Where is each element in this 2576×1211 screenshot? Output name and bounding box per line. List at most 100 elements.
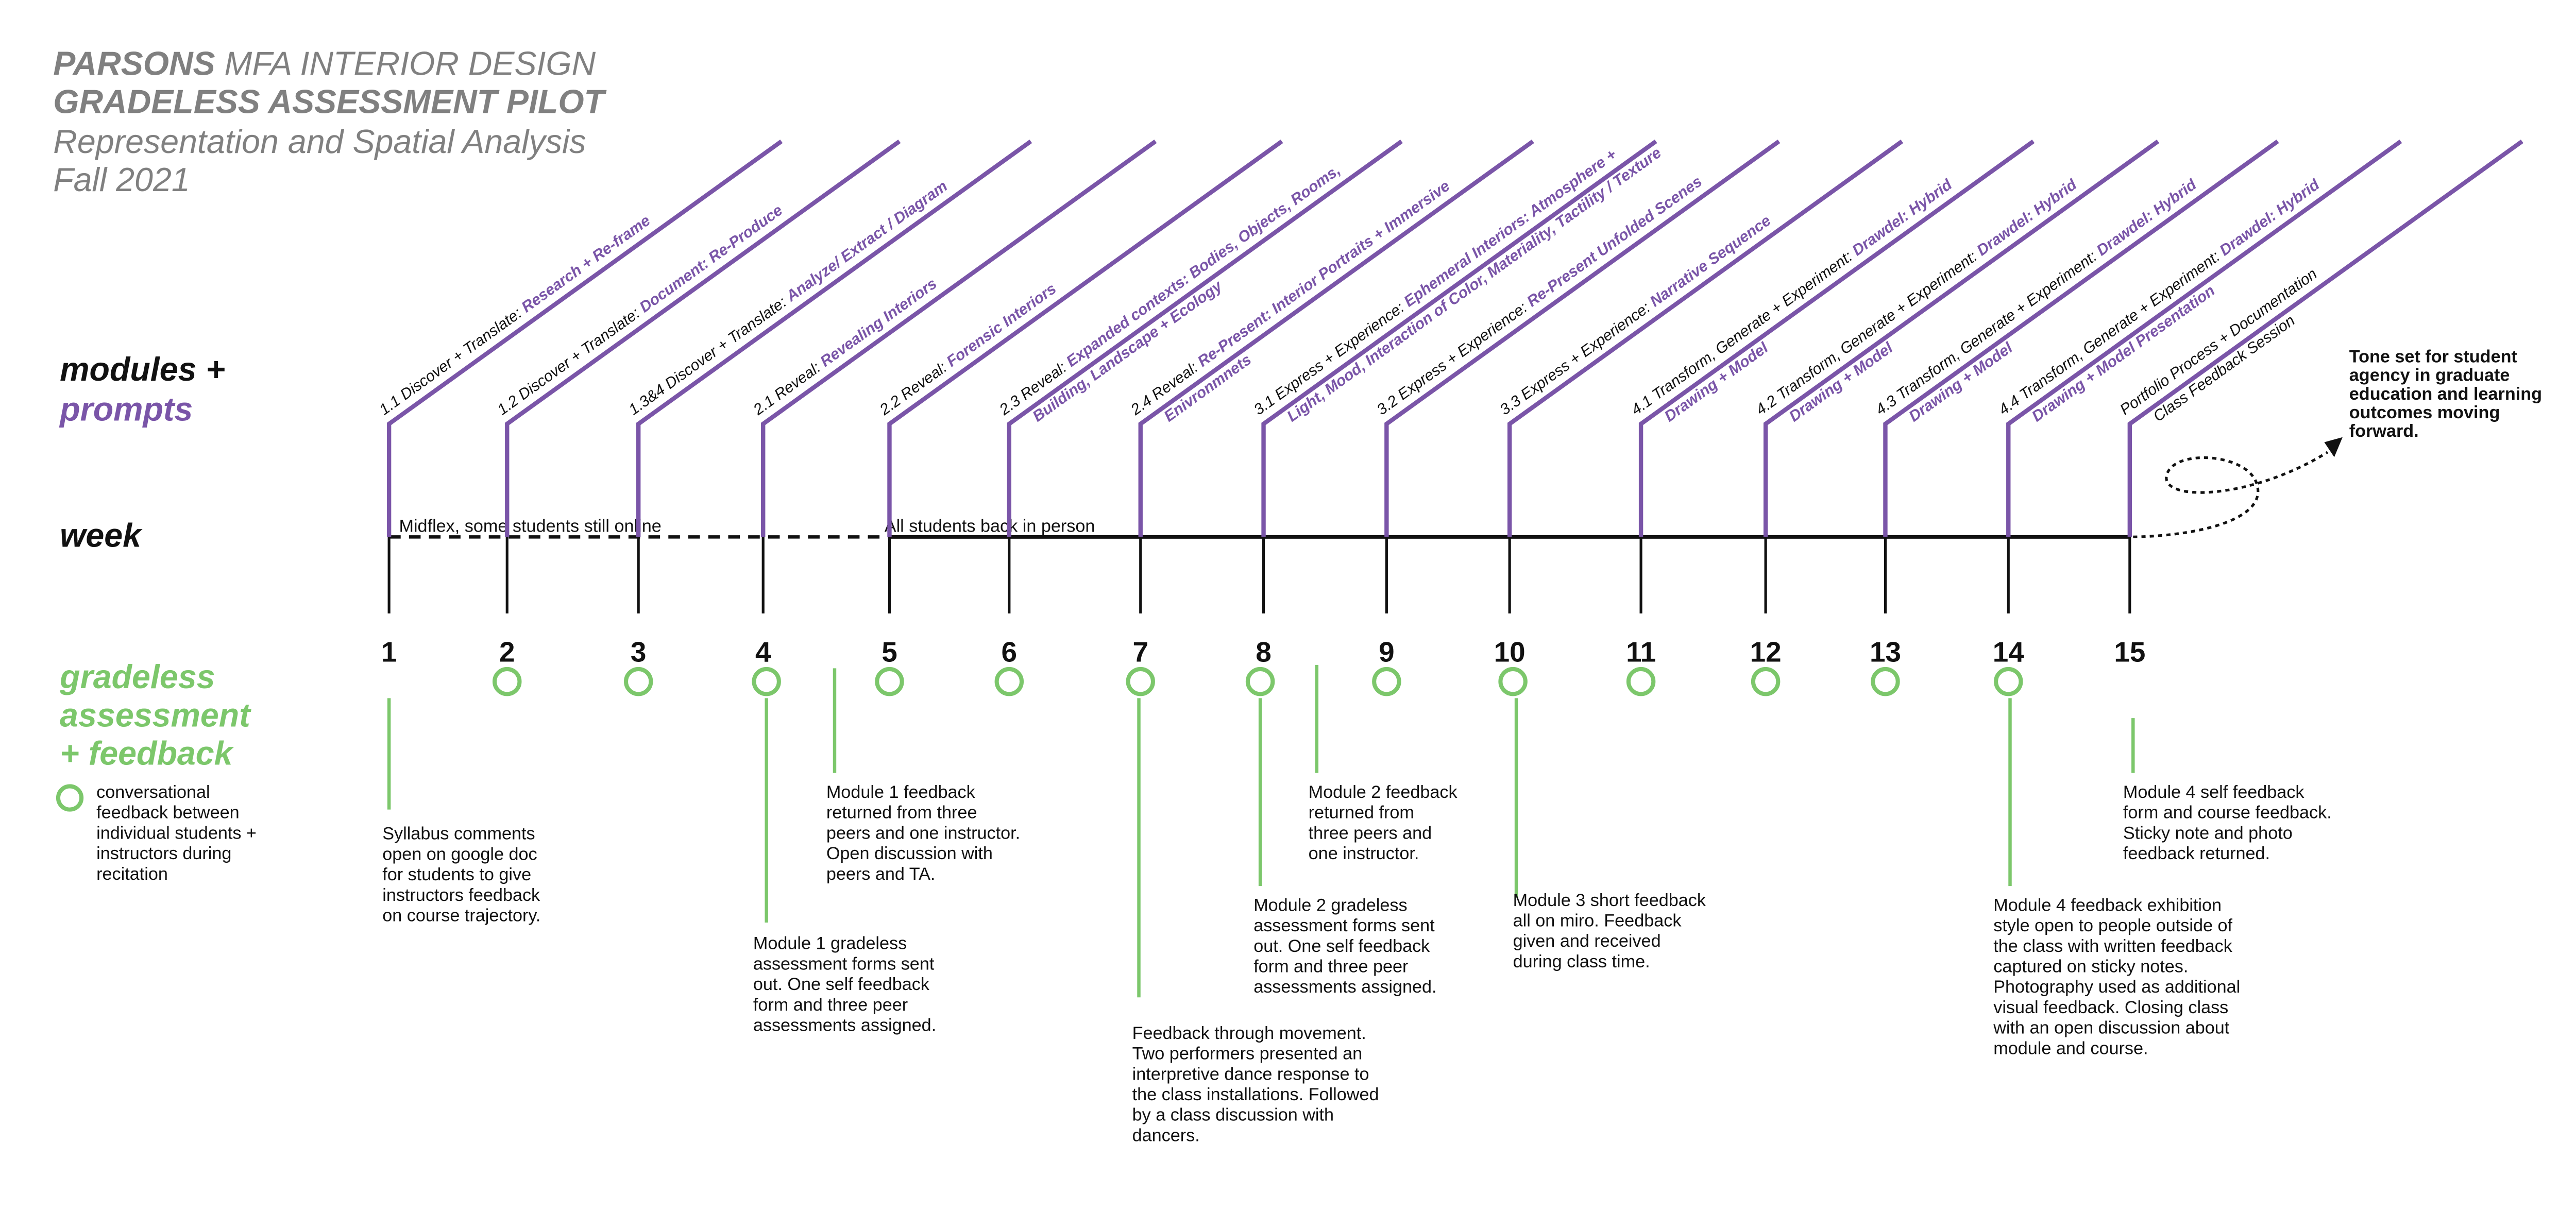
in-person-note: All students back in person — [885, 517, 1095, 536]
prompt-highlight: Forensic Interiors — [943, 280, 1059, 370]
feedback-note-line: one instructor. — [1309, 844, 1419, 863]
module-bracket-line — [505, 139, 901, 537]
feedback-note-line: Feedback through movement. — [1132, 1024, 1366, 1043]
feedback-note-line: out. One self feedback — [753, 975, 930, 994]
modules-label: modules + — [60, 351, 225, 388]
feedback-note-line: by a class discussion with — [1132, 1105, 1334, 1125]
module-bracket-line — [1138, 139, 1534, 537]
week-number: 5 — [882, 636, 897, 668]
feedback-note-line: Two performers presented an — [1132, 1044, 1363, 1064]
module-bracket-line — [761, 139, 1157, 537]
feedback-note-line: all on miro. Feedback — [1513, 911, 1682, 930]
week-number: 1 — [381, 636, 397, 668]
prompt-highlight: Drawdel: Hybrid — [2216, 176, 2323, 259]
prompt-highlight: Narrative Sequence — [1647, 212, 1774, 311]
conversation-feedback-icon — [1626, 667, 1656, 696]
legend-line: individual students + — [96, 823, 257, 843]
prompt-highlight: Revealing Interiors — [817, 275, 940, 370]
conversation-feedback-icon — [994, 667, 1024, 696]
feedback-note-line: Module 2 feedback — [1309, 782, 1458, 802]
feedback-note-line: assessment forms sent — [753, 954, 935, 974]
feedback-note-movement: Feedback through movement.Two performers… — [1132, 1024, 1379, 1145]
feedback-note-line: Module 3 short feedback — [1513, 891, 1706, 910]
module-bracket-line — [2006, 139, 2402, 537]
conversation-feedback-icon — [752, 667, 781, 696]
prompt-highlight: Re-Present: Interior Portraits + Immersi… — [1195, 177, 1453, 370]
week-number: 4 — [755, 636, 771, 668]
week-label: week — [60, 517, 143, 554]
title-line-1: PARSONS MFA INTERIOR DESIGN — [53, 45, 596, 82]
conversation-feedback-icon — [1126, 667, 1155, 696]
prompt-highlight: Document: Re-Produce — [636, 202, 786, 316]
outcome-note-line: Tone set for student — [2349, 347, 2517, 367]
prompt-highlight: Drawdel: Hybrid — [1849, 176, 1955, 259]
feedback-note-line: style open to people outside of — [1993, 916, 2232, 935]
week-number: 6 — [1002, 636, 1018, 668]
conversation-feedback-icon — [1498, 667, 1528, 696]
feedback-note-line: captured on sticky notes. — [1993, 957, 2188, 977]
prompt-highlight: Ephemeral Interiors: Atmosphere + — [1401, 146, 1620, 310]
prompts-label: prompts — [59, 390, 193, 428]
feedback-note-line: Sticky note and photo — [2123, 823, 2293, 843]
week-number: 15 — [2114, 636, 2145, 668]
legend-line: instructors during — [96, 844, 231, 863]
feedback-note-line: returned from three — [826, 803, 977, 823]
feedback-note-line: peers and one instructor. — [826, 823, 1020, 843]
title-line-4: Fall 2021 — [53, 161, 190, 198]
feedback-note-line: visual feedback. Closing class — [1993, 998, 2228, 1017]
feedback-label: + feedback — [60, 735, 234, 772]
feedback-note-line: assessments assigned. — [753, 1015, 936, 1035]
feedback-note-line: given and received — [1513, 931, 1661, 951]
prompt-highlight: Research + Re-frame — [518, 212, 653, 316]
conversation-feedback-icon — [1994, 667, 2023, 696]
week-number: 7 — [1132, 636, 1148, 668]
conversation-feedback-icon — [1372, 667, 1401, 696]
module-bracket-line — [1007, 139, 1403, 537]
modules-layer: 1.1 Discover + Translate: Research + Re-… — [376, 139, 2523, 537]
feedback-note-line: form and three peer — [1253, 957, 1408, 977]
feedback-note-line: returned from — [1309, 803, 1414, 823]
feedback-note-line: open on google doc — [382, 844, 537, 864]
feedback-note-line: Syllabus comments — [382, 824, 535, 844]
legend-line: conversational — [96, 782, 210, 802]
module-bracket-line — [1638, 139, 2035, 537]
feedback-note-line: three peers and — [1309, 823, 1432, 843]
outcome-note-line: forward. — [2349, 421, 2419, 441]
feedback-note-line: for students to give — [382, 865, 531, 884]
title-line-2: GRADELESS ASSESSMENT PILOT — [53, 83, 606, 120]
week-number: 14 — [1993, 636, 2025, 668]
arrowhead-icon — [2324, 437, 2343, 457]
week-number: 12 — [1750, 636, 1782, 668]
midflex-note: Midflex, some students still online — [399, 517, 661, 536]
conversation-feedback-icon — [623, 667, 653, 696]
module-bracket-line — [386, 139, 783, 537]
week-number: 11 — [1626, 636, 1656, 668]
week-number: 9 — [1379, 636, 1395, 668]
future-dotted-arrow — [2133, 451, 2329, 538]
module-bracket-line — [1507, 139, 1904, 537]
feedback-note-line: assessments assigned. — [1253, 977, 1436, 997]
feedback-note-line: form and course feedback. — [2123, 803, 2332, 823]
title-line-3: Representation and Spatial Analysis — [53, 123, 586, 160]
feedback-note-line: feedback returned. — [2123, 844, 2270, 863]
prompt-highlight: Drawdel: Hybrid — [2094, 176, 2200, 259]
feedback-note-line: Module 1 gradeless — [753, 934, 907, 953]
feedback-note-line: instructors feedback — [382, 885, 540, 905]
conversation-feedback-icon — [1871, 667, 1900, 696]
feedback-note-line: form and three peer — [753, 995, 908, 1015]
outcome-note-line: outcomes moving — [2349, 403, 2500, 422]
feedback-note-line: dancers. — [1132, 1125, 1200, 1145]
